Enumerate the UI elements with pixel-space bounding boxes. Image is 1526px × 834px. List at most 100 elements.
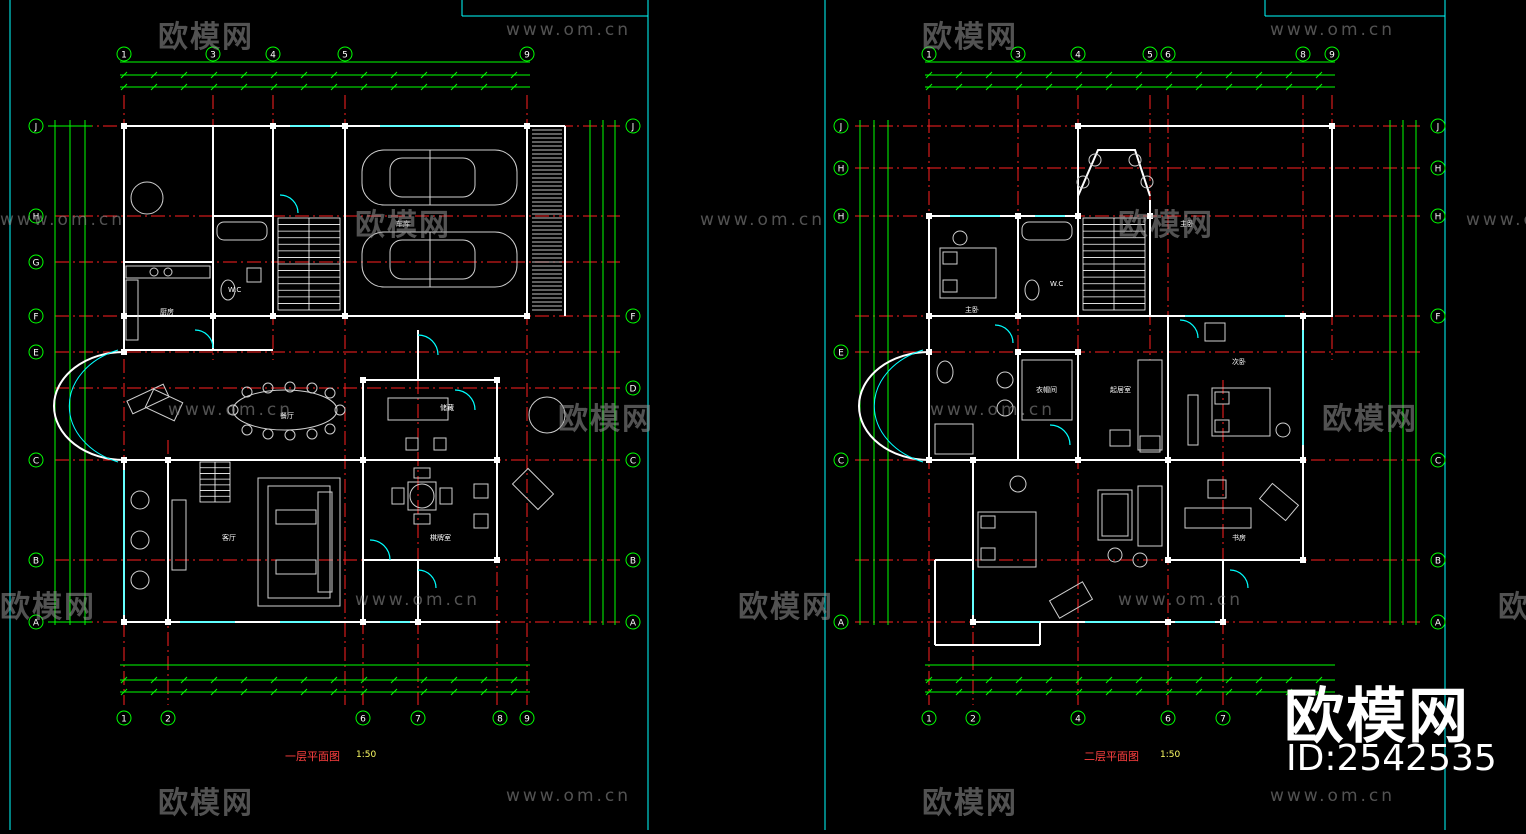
grid-bubble-bottom: 8 — [492, 710, 508, 726]
grid-bubble-bottom: 2 — [160, 710, 176, 726]
grid-bubble-top: 3 — [205, 46, 221, 62]
grid-bubble-right: H — [1430, 160, 1446, 176]
watermark-url: www.om.cn — [506, 786, 632, 806]
doors-windows — [123, 125, 476, 623]
walls — [858, 125, 1333, 646]
furniture — [934, 153, 1300, 619]
svg-text:3: 3 — [210, 51, 216, 61]
svg-text:J: J — [34, 123, 38, 133]
svg-text:1: 1 — [926, 51, 932, 61]
watermark-url: www.om.cn — [930, 400, 1056, 420]
watermark-url: www.om.cn — [1270, 20, 1396, 40]
grid-bubble-top: 4 — [265, 46, 281, 62]
room-label: 厨房 — [160, 307, 174, 316]
svg-text:6: 6 — [1165, 715, 1171, 725]
svg-text:A: A — [33, 619, 40, 629]
svg-text:2: 2 — [165, 715, 171, 725]
model-id: ID:2542535 — [1286, 738, 1497, 779]
svg-text:6: 6 — [1165, 51, 1171, 61]
cars — [361, 149, 518, 288]
grid-bubble-left: C — [833, 452, 849, 468]
room-label: 主卧 — [965, 305, 979, 314]
svg-text:H: H — [838, 165, 845, 175]
plan-scale-second-floor: 1:50 — [1160, 750, 1181, 760]
grid-bubble-top: 9 — [519, 46, 535, 62]
grid-bubble-right: B — [625, 552, 641, 568]
svg-text:4: 4 — [270, 51, 276, 61]
grid-bubble-top: 1 — [116, 46, 132, 62]
grid-bubble-right: J — [625, 118, 641, 134]
svg-text:4: 4 — [1075, 715, 1081, 725]
watermark-url: www.om.cn — [355, 590, 481, 610]
grid-bubble-right: A — [1430, 614, 1446, 630]
grid-bubble-right: F — [1430, 308, 1446, 324]
svg-text:7: 7 — [415, 715, 421, 725]
grid-bubble-bottom: 4 — [1070, 710, 1086, 726]
grid-bubble-bottom: 2 — [965, 710, 981, 726]
grid-bubble-top: 1 — [921, 46, 937, 62]
svg-text:H: H — [33, 213, 40, 223]
furniture — [125, 181, 566, 607]
grid-bubble-left: C — [28, 452, 44, 468]
watermark-logo: 欧模网 — [158, 786, 254, 821]
ramp-hatch — [532, 129, 562, 311]
grid-bubble-bottom: 6 — [1160, 710, 1176, 726]
watermark-logo: 欧模网 — [1118, 208, 1214, 243]
grid-bubble-bottom: 9 — [519, 710, 535, 726]
grid-bubble-right: H — [1430, 208, 1446, 224]
svg-text:8: 8 — [1300, 51, 1306, 61]
room-label: 书房 — [1232, 533, 1246, 542]
plan-title-second-floor: 二层平面图 — [1084, 750, 1139, 763]
svg-text:H: H — [838, 213, 845, 223]
grid-bubble-bottom: 7 — [410, 710, 426, 726]
room-label: 车库 — [396, 219, 410, 228]
svg-text:E: E — [33, 349, 39, 359]
sheet-frame-left — [9, 0, 649, 830]
walls — [53, 125, 566, 623]
grid-bubble-right: D — [625, 380, 641, 396]
plan-second-floor — [855, 61, 1420, 705]
svg-text:B: B — [630, 557, 636, 567]
svg-text:B: B — [33, 557, 39, 567]
svg-text:A: A — [838, 619, 845, 629]
stairs — [1082, 217, 1146, 311]
watermark-logo: 欧模网 — [922, 786, 1018, 821]
grid-bubble-left: J — [28, 118, 44, 134]
svg-text:E: E — [838, 349, 844, 359]
watermark-logo: 欧模网 — [1322, 402, 1418, 437]
grid-bubble-left: A — [28, 614, 44, 630]
svg-text:1: 1 — [121, 51, 127, 61]
svg-text:C: C — [630, 457, 636, 467]
room-label: 棋牌室 — [430, 533, 451, 542]
svg-text:H: H — [1435, 165, 1442, 175]
svg-text:1: 1 — [926, 715, 932, 725]
svg-text:G: G — [33, 259, 40, 269]
room-label: 起居室 — [1110, 385, 1131, 394]
svg-text:3: 3 — [1015, 51, 1021, 61]
watermark-url: www.om.cn — [506, 20, 632, 40]
svg-text:A: A — [630, 619, 637, 629]
svg-text:F: F — [33, 313, 38, 323]
svg-text:J: J — [631, 123, 635, 133]
watermark-logo: 欧模网 — [0, 590, 96, 625]
grid-bubble-left: F — [28, 308, 44, 324]
grid-bubble-right: F — [625, 308, 641, 324]
svg-text:8: 8 — [497, 715, 503, 725]
grid-bubble-top: 5 — [1142, 46, 1158, 62]
watermark-url: www.om.cn — [700, 210, 826, 230]
grid-bubble-bottom: 6 — [355, 710, 371, 726]
watermark-url: www.om.cn — [0, 210, 126, 230]
grid-bubble-right: B — [1430, 552, 1446, 568]
columns — [926, 123, 1335, 625]
grid-bubble-left: H — [833, 208, 849, 224]
watermark-logo: 欧模网 — [1498, 590, 1526, 625]
watermark-logo: 欧模网 — [558, 402, 654, 437]
svg-text:J: J — [839, 123, 843, 133]
svg-text:5: 5 — [1147, 51, 1153, 61]
grid-bubble-top: 4 — [1070, 46, 1086, 62]
grid-bubble-bottom: 7 — [1215, 710, 1231, 726]
grid-bubble-top: 9 — [1324, 46, 1340, 62]
stairs — [199, 217, 341, 503]
